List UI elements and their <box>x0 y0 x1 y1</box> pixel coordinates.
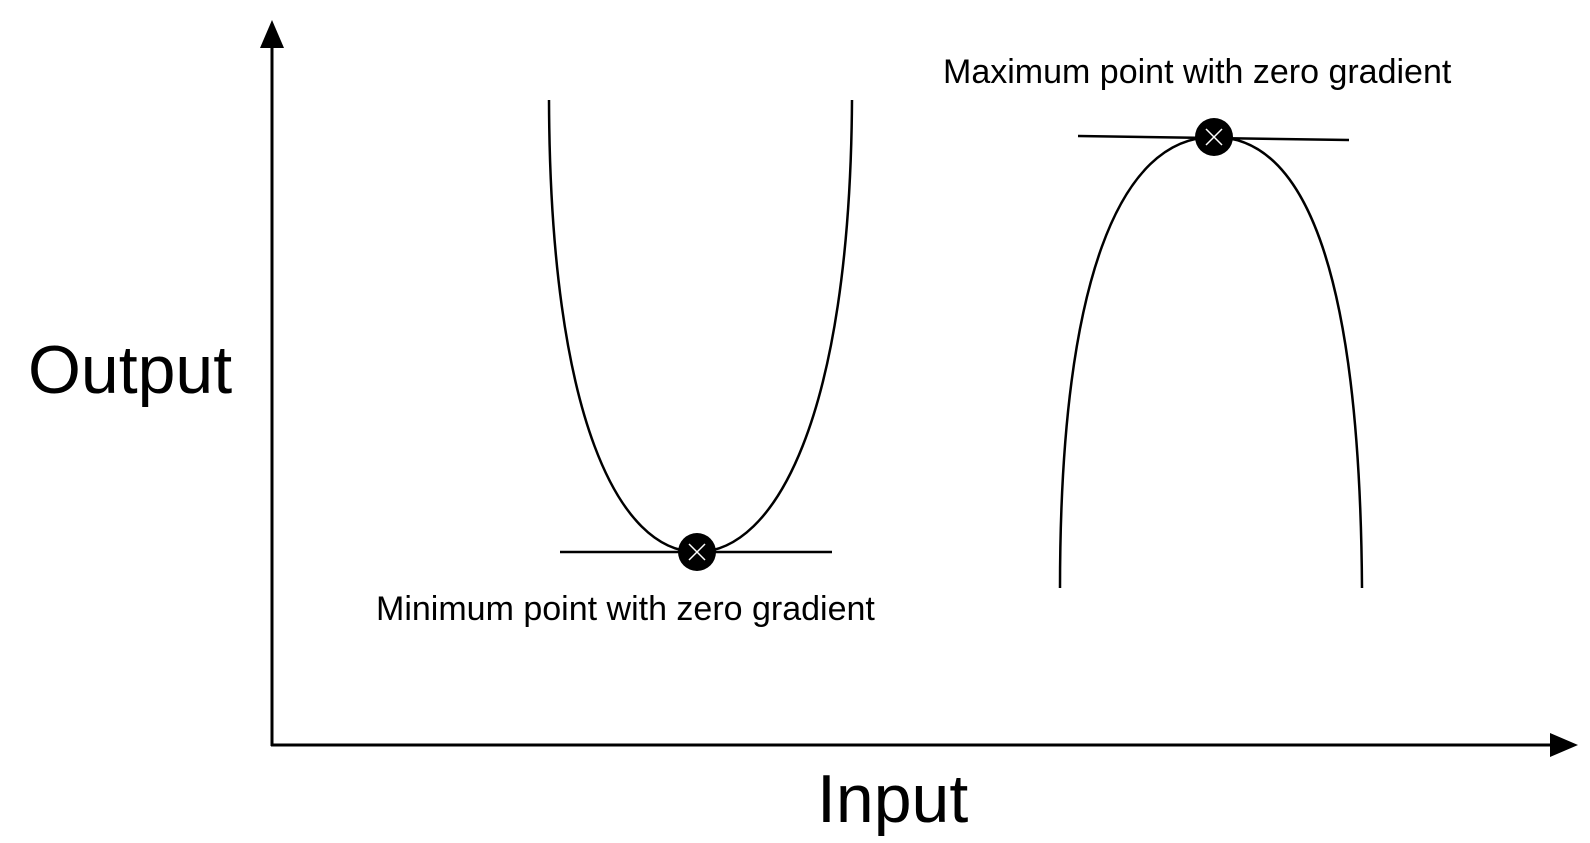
y-axis-arrowhead <box>260 20 284 48</box>
concave-curve <box>1058 135 1364 589</box>
x-axis-arrowhead <box>1550 733 1578 757</box>
x-axis-label: Input <box>817 761 969 837</box>
maximum-annotation: Maximum point with zero gradient <box>943 53 1452 91</box>
minimum-annotation: Minimum point with zero gradient <box>376 590 875 628</box>
maximum-point-marker <box>1195 118 1233 156</box>
crossed-circle-icon <box>688 543 706 561</box>
y-axis-label: Output <box>28 332 233 408</box>
crossed-circle-icon <box>1205 128 1223 146</box>
minimum-point-marker <box>678 533 716 571</box>
convex-curve <box>547 99 854 554</box>
